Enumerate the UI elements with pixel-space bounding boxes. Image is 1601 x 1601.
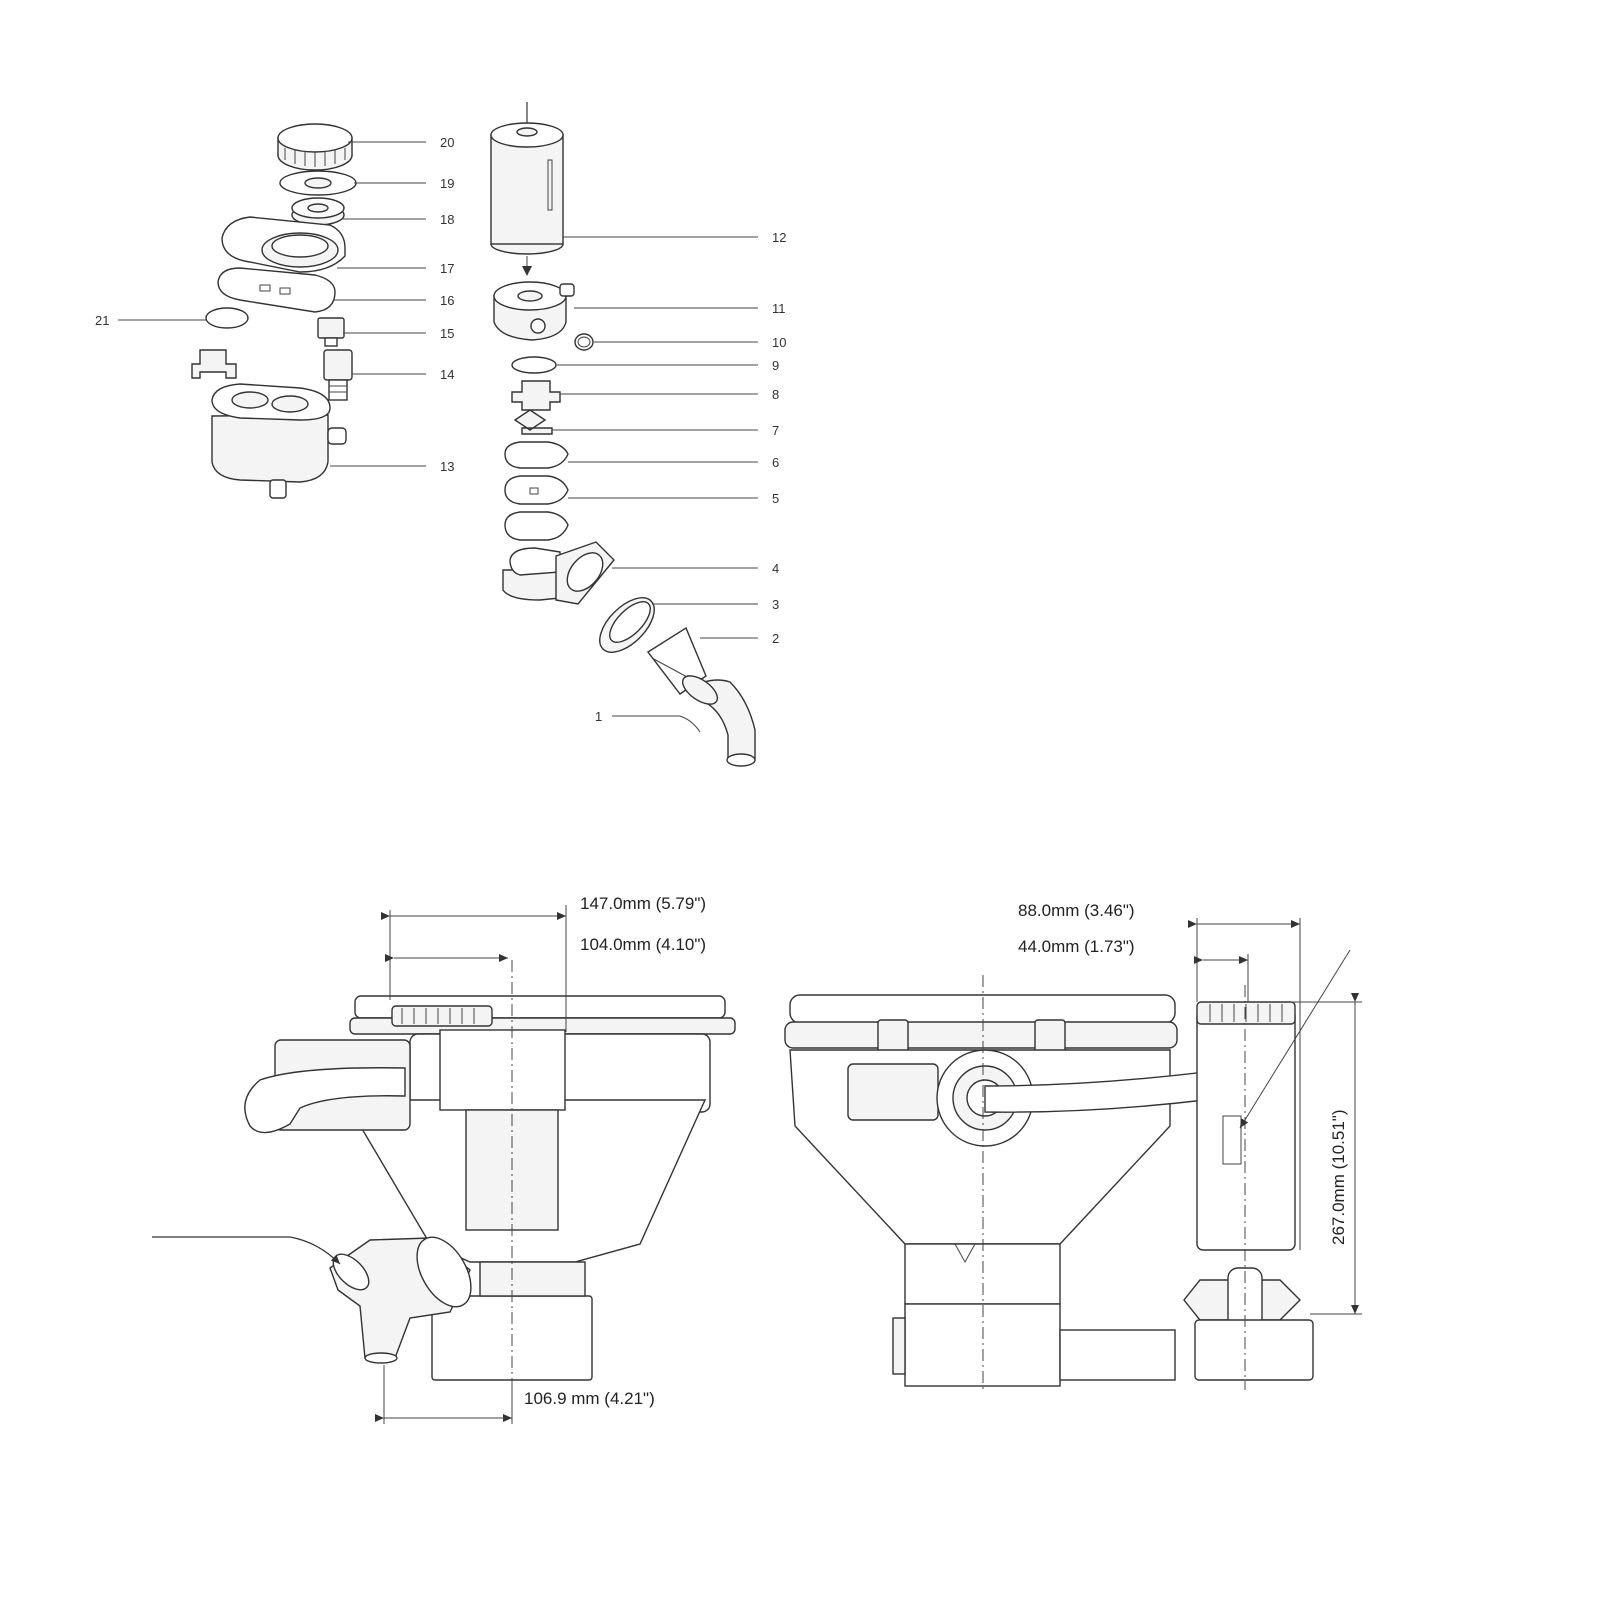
callout-12: 12: [772, 230, 786, 245]
part-7-cam: [513, 409, 553, 435]
part-4-pump-body: [502, 541, 615, 605]
part-5-plate: [504, 475, 569, 505]
callout-14: 14: [440, 367, 454, 382]
callout-6: 6: [772, 455, 779, 470]
callout-11: 11: [772, 301, 786, 316]
callout-21: 21: [95, 313, 109, 328]
leader-lines: [118, 141, 758, 733]
callout-19: 19: [440, 176, 454, 191]
part-17-housing-top: [221, 216, 346, 273]
callout-5: 5: [772, 491, 779, 506]
dim-height: 267.0mm (10.51"): [1329, 1110, 1348, 1246]
dimension-labels: 147.0mm (5.79") 104.0mm (4.10") 106.9 mm…: [524, 894, 1348, 1408]
dim-depth-total: 88.0mm (3.46"): [1018, 901, 1135, 920]
impeller-small: [191, 349, 237, 379]
exploded-view: 20 19 18 17 16 15 14 13 21 12 11 10 9 8 …: [95, 102, 786, 767]
part-14-solenoid: [323, 349, 353, 401]
callout-16: 16: [440, 293, 454, 308]
part-12-motor: [490, 102, 564, 276]
part-13-pump-housing: [211, 383, 347, 499]
dim-width-half: 104.0mm (4.10"): [580, 935, 706, 954]
callout-7: 7: [772, 423, 779, 438]
part-4-gasket: [504, 511, 569, 541]
part-16-gasket: [217, 267, 336, 313]
callout-15: 15: [440, 326, 454, 341]
arrow-icon: [152, 1236, 341, 1265]
callout-3: 3: [772, 597, 779, 612]
part-3-clamp: [599, 597, 655, 653]
part-8-impeller: [511, 380, 561, 411]
part-20-cap: [277, 123, 353, 171]
dim-width-total: 147.0mm (5.79"): [580, 894, 706, 913]
side-view: [152, 960, 736, 1390]
part-18-bearing: [291, 197, 345, 226]
callout-8: 8: [772, 387, 779, 402]
callout-2: 2: [772, 631, 779, 646]
callout-18: 18: [440, 212, 454, 227]
callout-13: 13: [440, 459, 454, 474]
callout-labels: 20 19 18 17 16 15 14 13 21 12 11 10 9 8 …: [95, 135, 786, 724]
callout-1: 1: [595, 709, 602, 724]
front-view: [784, 949, 1351, 1390]
callout-4: 4: [772, 561, 779, 576]
part-10-oring: [574, 333, 594, 351]
part-6-gasket: [504, 441, 569, 469]
part-21-disc: [205, 307, 249, 329]
dimension-lines: [375, 905, 1362, 1424]
dim-depth-half: 44.0mm (1.73"): [1018, 937, 1135, 956]
part-19-plate: [279, 170, 357, 196]
callout-10: 10: [772, 335, 786, 350]
part-15-valve: [317, 317, 345, 347]
part-11-motor-mount: [493, 281, 575, 341]
part-9-washer: [511, 356, 557, 374]
callout-20: 20: [440, 135, 454, 150]
part-1-elbow: [681, 675, 756, 767]
callout-9: 9: [772, 358, 779, 373]
dim-base-offset: 106.9 mm (4.21"): [524, 1389, 655, 1408]
callout-17: 17: [440, 261, 454, 276]
